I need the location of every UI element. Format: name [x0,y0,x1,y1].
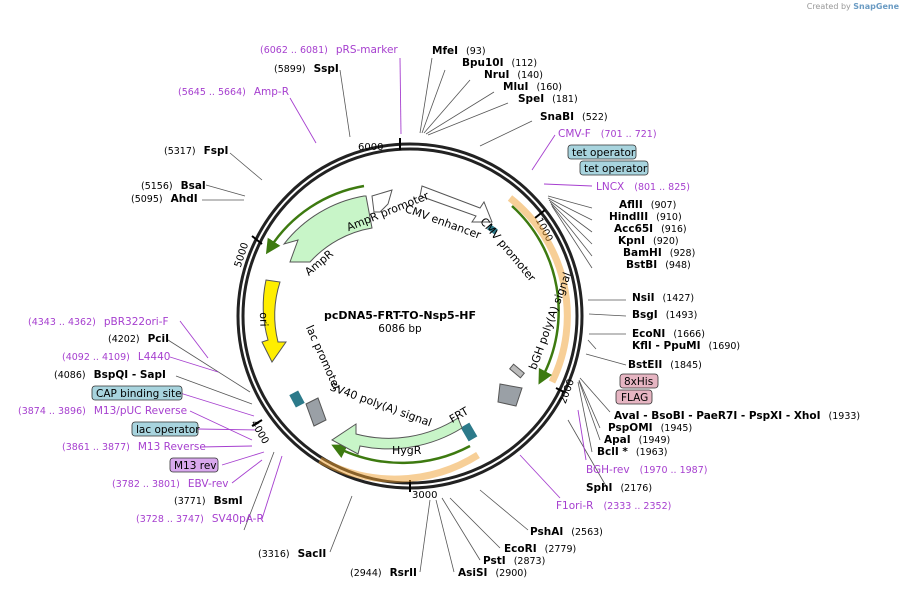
enzyme-label-avai-xhoi: AvaI - BsoBI - PaeR7I - PspXI - XhoI(193… [614,410,860,422]
flag-tag-label: FLAG [621,392,648,404]
ampr-promoter-feature [371,189,393,213]
enzyme-label-mfei: MfeI(93) [432,45,486,57]
tick-label-3000: 3000 [412,490,437,501]
primer-label-sv40pa-r: (3728 .. 3747)SV40pA-R [136,513,264,525]
lac-operator-marker [289,390,305,408]
ampr-feature [282,195,373,263]
snapgene-logo: SnapGene [853,2,899,11]
m13-rev-label: M13 rev [174,460,217,472]
lac-operator-label: lac operator [136,424,200,436]
enzyme-label-spei: SpeI(181) [518,93,578,105]
enzyme-label-bspqi-sapi: (4086)BspQI - SapI [54,369,166,381]
enzyme-label-pcii: (4202)PciI [108,333,169,345]
primer-label-pbr322ori-f: (4343 .. 4362)pBR322ori-F [28,316,169,328]
hygr-label: HygR [392,444,422,457]
enzyme-label-bsmi: (3771)BsmI [174,495,243,507]
primer-label-bgh-rev: BGH-rev(1970 .. 1987) [586,464,707,476]
enzyme-label-bamhi: BamHI(928) [623,247,695,259]
primer-label-m13-puc-reverse: (3874 .. 3896)M13/pUC Reverse [18,405,187,417]
cmv-enhancer-feature [419,185,493,223]
enzyme-label-bsteii: BstEII(1845) [628,359,702,371]
enzyme-label-snabi: SnaBI(522) [540,111,608,123]
enzyme-label-mlui: MluI(160) [503,81,562,93]
credit-prefix: Created by [806,2,851,11]
enzyme-label-bpu10i: Bpu10I(112) [462,57,537,69]
primer-labels: (6062 .. 6081)pRS-marker (5645 .. 5664)A… [18,44,707,525]
tet-operator-box-2 [579,160,649,176]
tick-label-2000: 2000 [558,378,577,406]
enzyme-label-pspomi: PspOMI(1945) [608,422,692,434]
tet-operator-label-1: tet operator [572,147,636,159]
enzyme-label-sspi: (5899)SspI [274,63,339,75]
orf-arrow-hygr [331,444,471,465]
cap-binding-label: CAP binding site [96,388,182,400]
primer-leaders [169,57,593,520]
enzyme-label-acc65i: Acc65I(916) [614,223,687,235]
bgh-feature [509,363,525,379]
his-tag-box [619,373,659,389]
enzyme-label-bcli: BclI *(1963) [597,446,667,458]
primer-label-ebv-rev: (3782 .. 3801)EBV-rev [112,478,229,490]
enzyme-label-sacii: (3316)SacII [258,548,326,560]
enzyme-label-ahdi: (5095)AhdI [131,193,198,205]
his-tag-label: 8xHis [624,376,653,388]
orf-arc-hygr [318,452,480,483]
tick-marks [251,138,565,492]
tet-operator-label-2: tet operator [584,163,648,175]
enzyme-label-ecori: EcoRI(2779) [504,543,576,555]
orf-arc-nsp5 [507,195,571,384]
enzyme-label-nrui: NruI(140) [484,69,543,81]
hygr-feature [331,417,463,455]
frt-feature [460,422,478,442]
orf-arrow-ampr [265,184,365,255]
m13-rev-box [169,457,219,473]
sv40-feature [305,397,327,427]
enzyme-label-rsrii: (2944)RsrII [350,567,417,579]
frt-label: FRT [447,404,471,425]
primer-label-cmv-f: CMV-F(701 .. 721) [558,128,657,140]
enzyme-label-econi: EcoNI(1666) [632,328,705,340]
plasmid-name: pcDNA5-FRT-TO-Nsp5-HF [324,309,476,322]
primer-label-lncx: LNCX(801 .. 825) [596,181,690,193]
enzyme-label-sphi: SphI(2176) [586,482,652,494]
enzyme-label-kpni: KpnI(920) [618,235,679,247]
primer-label-prs-marker: (6062 .. 6081)pRS-marker [260,44,398,56]
ori-label: ori [257,312,270,327]
primer-label-m13-reverse: (3861 .. 3877)M13 Reverse [62,441,206,453]
primer-label-f1ori-r: F1ori-R(2333 .. 2352) [556,500,671,512]
tet-operator-box-1 [567,144,637,160]
ori-feature [261,279,287,363]
enzyme-label-bsgi: BsgI(1493) [632,309,697,321]
enzyme-label-apai: ApaI(1949) [604,434,670,446]
enzyme-label-nsii: NsiI(1427) [632,292,694,304]
enzyme-label-asisi: AsiSI(2900) [458,567,527,579]
primer-label-amp-r: (5645 .. 5664)Amp-R [178,86,289,98]
tet-operator-marker [487,224,498,235]
enzyme-label-pshai: PshAI(2563) [530,526,603,538]
enzyme-label-bsai: (5156)BsaI [141,180,206,192]
tick-label-4000: 4000 [248,419,270,447]
primer-label-l4440: (4092 .. 4109)L4440 [62,351,170,363]
plasmid-size: 6086 bp [378,323,422,335]
enzyme-label-aflii: AflII(907) [619,199,676,211]
enzyme-label-psti: PstI(2873) [483,555,545,567]
enzyme-label-bstbi: BstBI(948) [626,259,691,271]
lac-operator-box [131,421,199,437]
sv40-polya-label: SV40 poly(A) signal [328,380,433,429]
enzyme-label-kfli-ppumi: KflI - PpuMI(1690) [632,340,740,352]
enzyme-labels: MfeI(93) Bpu10I(112) NruI(140) MluI(160)… [54,45,860,579]
boxed-labels: tet operator tet operator 8xHis FLAG CAP… [91,144,659,473]
snapgene-credit: Created by SnapGene [807,2,899,11]
flag-tag-box [615,389,653,405]
orf-arrow-nsp5 [511,205,560,385]
enzyme-label-hindiii: HindIII(910) [609,211,682,223]
cap-binding-box [91,385,183,401]
leader-lines [167,57,627,573]
bgh-block [497,383,523,407]
enzyme-label-fspi: (5317)FspI [164,145,228,157]
tick-label-6000: 6000 [358,142,383,153]
